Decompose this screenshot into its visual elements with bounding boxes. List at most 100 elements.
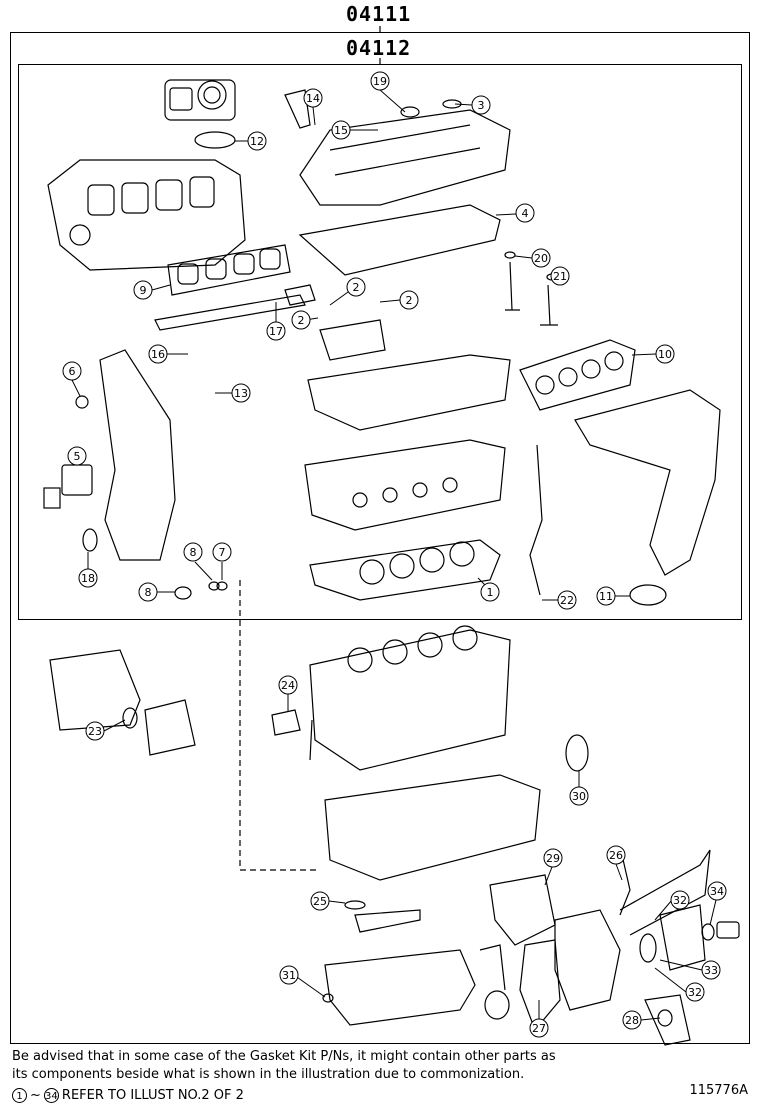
svg-text:2: 2 [406, 294, 413, 307]
svg-text:8: 8 [190, 546, 197, 559]
callout-24: 24 [278, 675, 298, 712]
oil-strainer-drawing [354, 909, 421, 933]
illustration-id: 115776A [689, 1083, 748, 1098]
svg-text:2: 2 [353, 281, 360, 294]
outer-kit-frame [10, 32, 750, 1044]
callout-32b: 32 [654, 967, 705, 1002]
callout-12: 12 [235, 131, 267, 151]
exhaust-manifold-drawing [574, 389, 721, 576]
callout-10: 10 [631, 344, 675, 364]
water-pipe-drawing [619, 849, 711, 936]
callout-34: 34 [707, 881, 727, 926]
callout-7: 7 [212, 542, 232, 580]
svg-text:13: 13 [234, 387, 248, 400]
oil-pan-lower-drawing [324, 949, 476, 1026]
svg-text:14: 14 [306, 92, 320, 105]
intake-gasket-drawing [167, 244, 291, 296]
svg-text:3: 3 [478, 99, 485, 112]
valve-drawing [505, 261, 520, 311]
callout-25: 25 [310, 891, 346, 911]
svg-text:21: 21 [553, 270, 567, 283]
svg-text:9: 9 [140, 284, 147, 297]
dipstick-guide-drawing [529, 444, 543, 596]
svg-text:6: 6 [69, 365, 76, 378]
callout-27: 27 [529, 1000, 549, 1038]
range-separator: ~ [30, 1088, 41, 1103]
cylinder-block-drawing [309, 625, 511, 771]
inner-kit-frame [18, 64, 742, 620]
callout-5: 5 [67, 446, 87, 466]
svg-text:26: 26 [609, 849, 623, 862]
head-cover-gasket-drawing [298, 204, 501, 276]
svg-text:2: 2 [298, 314, 305, 327]
callout-14: 14 [303, 88, 323, 126]
exhaust-gasket-drawing [519, 339, 636, 411]
callout-2c: 2 [291, 310, 319, 330]
throttle-gasket-drawing [194, 131, 236, 149]
callout-3: 3 [454, 95, 491, 115]
head-cover-drawing [299, 99, 511, 206]
callout-32a: 32 [654, 890, 690, 921]
svg-text:32: 32 [673, 894, 687, 907]
callout-17: 17 [266, 302, 286, 341]
svg-text:15: 15 [334, 124, 348, 137]
callout-4: 4 [495, 203, 535, 223]
svg-text:1: 1 [487, 586, 494, 599]
callout-1: 1 [477, 577, 500, 602]
svg-text:8: 8 [145, 586, 152, 599]
injector-drawing [284, 89, 311, 129]
svg-text:17: 17 [269, 325, 283, 338]
callout-8a: 8 [183, 542, 213, 581]
water-pump-gasket-drawing [519, 939, 561, 1032]
callout-21: 21 [550, 266, 570, 286]
commonization-note-line-1: Be advised that in some case of the Gask… [12, 1049, 556, 1064]
callout-30: 30 [569, 771, 589, 806]
callout-16: 16 [148, 344, 188, 364]
svg-text:20: 20 [534, 252, 548, 265]
svg-text:27: 27 [532, 1022, 546, 1035]
svg-text:12: 12 [250, 135, 264, 148]
thermostat-housing-drawing [659, 904, 706, 971]
callout-29: 29 [543, 848, 563, 886]
callout-22: 22 [542, 590, 577, 610]
callout-11: 11 [596, 586, 630, 606]
callout-20: 20 [514, 248, 551, 268]
svg-text:18: 18 [81, 572, 95, 585]
svg-text:7: 7 [219, 546, 226, 559]
commonization-note-line-2: its components beside what is shown in t… [12, 1067, 525, 1082]
svg-text:10: 10 [658, 348, 672, 361]
reference-line: 1 ~ 34 REFER TO ILLUST NO.2 OF 2 [12, 1088, 244, 1103]
camshaft-drawing [154, 294, 306, 331]
svg-text:23: 23 [88, 725, 102, 738]
svg-text:4: 4 [522, 207, 529, 220]
svg-text:24: 24 [281, 679, 295, 692]
intake-manifold-drawing [47, 159, 246, 271]
callout-28: 28 [622, 1010, 661, 1030]
svg-text:30: 30 [572, 790, 586, 803]
water-pump-drawing [554, 909, 621, 1011]
svg-text:25: 25 [313, 895, 327, 908]
svg-text:22: 22 [560, 594, 574, 607]
reference-text: REFER TO ILLUST NO.2 OF 2 [61, 1088, 244, 1103]
callout-15: 15 [331, 120, 378, 140]
callout-26: 26 [606, 845, 626, 881]
callout-23: 23 [85, 719, 126, 741]
oil-control-valve-drawing [271, 709, 301, 736]
thermostat-gasket-drawing [639, 933, 657, 963]
timing-cover-drawing [99, 349, 176, 561]
oil-pump-gasket-drawing [489, 874, 556, 946]
oil-pan-upper-drawing [324, 774, 541, 881]
svg-text:19: 19 [373, 75, 387, 88]
svg-text:28: 28 [625, 1014, 639, 1027]
cam-housing-drawing [307, 354, 511, 431]
callout-8b: 8 [138, 582, 175, 602]
throttle-body-drawing [164, 79, 236, 121]
rear-oil-seal-drawing [565, 734, 589, 772]
callout-9: 9 [133, 280, 171, 300]
callout-31: 31 [279, 965, 326, 998]
svg-text:5: 5 [74, 450, 81, 463]
callout-2a: 2 [329, 277, 366, 306]
svg-text:32: 32 [688, 986, 702, 999]
head-gasket-drawing [309, 539, 501, 601]
